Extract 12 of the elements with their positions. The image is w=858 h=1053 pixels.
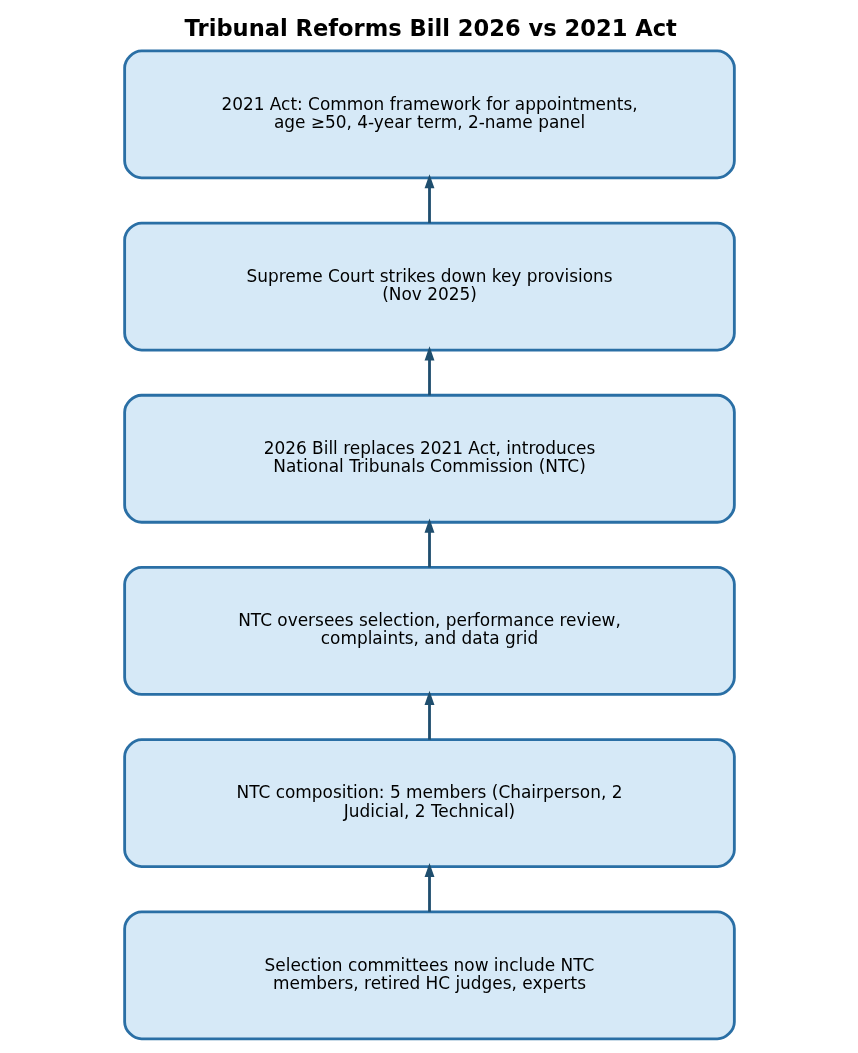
node-box: NTC composition: 5 members (Chairperson, 2 Judicial, 2 Technical) <box>122 738 736 869</box>
arrow <box>424 174 434 224</box>
arrow <box>424 862 434 912</box>
diagram-title: Tribunal Reforms Bill 2026 vs 2021 Act <box>184 15 677 42</box>
arrow <box>424 690 434 740</box>
node-box: 2026 Bill replaces 2021 Act, introduces National Tribunals Commission (NTC) <box>122 393 736 524</box>
arrow <box>424 346 434 396</box>
node-box: NTC oversees selection, performance review, complaints, and data grid <box>122 566 736 696</box>
node-box: Supreme Court strikes down key provisions (Nov 2025) <box>122 221 736 352</box>
node-box: 2021 Act: Common framework for appointments, age ≥50, 4-year term, 2-name panel <box>122 49 736 180</box>
arrow <box>424 518 434 568</box>
node-box: Selection committees now include NTC members, retired HC judges, experts <box>122 910 736 1041</box>
